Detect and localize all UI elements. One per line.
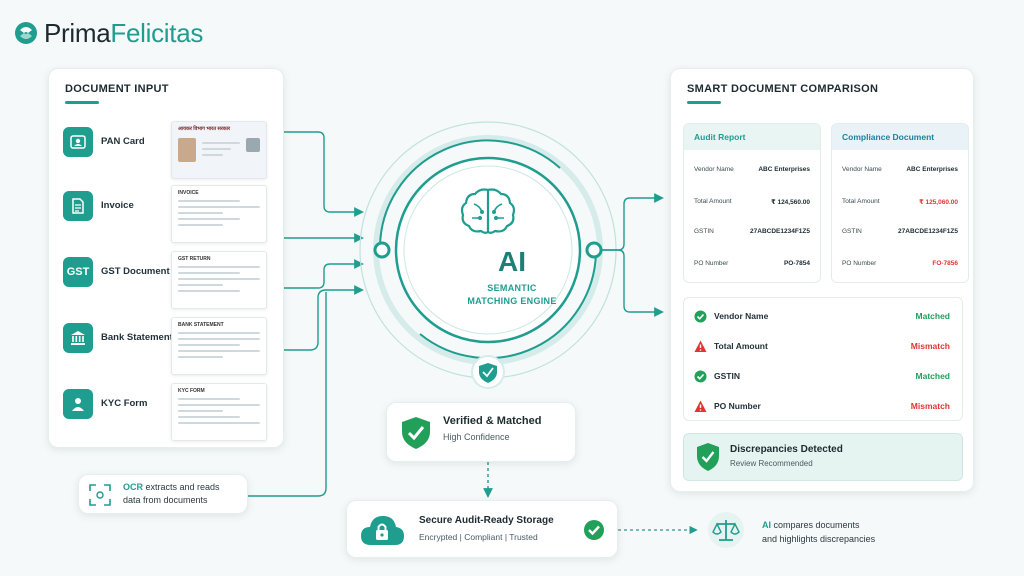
title-underline [687,101,721,104]
bank-statement-thumbnail: BANK STATEMENT [171,317,267,375]
doc-item-gst-document[interactable]: GST GST Document GST RETURN [63,251,275,309]
kyc-form-thumbnail: KYC FORM [171,383,267,441]
document-input-title: DOCUMENT INPUT [65,83,169,95]
ai-note-text: AI compares documents and highlights dis… [762,520,876,544]
verified-matched-card: Verified & Matched High Confidence [386,402,576,462]
audit-row-amount: Total Amount₹ 124,560.00 [694,198,810,206]
doc-label: PAN Card [101,136,145,147]
comparison-title: SMART DOCUMENT COMPARISON [687,83,879,95]
doc-item-invoice[interactable]: Invoice INVOICE [63,185,275,243]
engine-ai-label: AI [498,246,526,277]
check-circle-icon [694,370,707,383]
invoice-thumbnail: INVOICE [171,185,267,243]
thumb-title: KYC FORM [178,388,205,394]
status-row-vendor: Vendor Name Matched [694,308,950,326]
thumb-title: आयकर विभाग भारत सरकार [178,126,231,132]
storage-title: Secure Audit-Ready Storage [419,515,554,526]
thumb-title: GST RETURN [178,256,211,262]
ocr-text: OCR extracts and reads data from documen… [123,482,220,505]
cloud-lock-icon [361,516,404,545]
compliance-document-title: Compliance Document [832,124,968,150]
pan-card-thumbnail: आयकर विभाग भारत सरकार [171,121,267,179]
doc-label: GST Document [101,266,170,277]
document-input-panel: DOCUMENT INPUT PAN Card आयकर विभाग भारत … [48,68,284,448]
shield-check-icon [697,443,719,471]
match-status-list: Vendor Name Matched Total Amount Mismatc… [683,297,963,421]
doc-item-pan-card[interactable]: PAN Card आयकर विभाग भारत सरकार [63,121,275,179]
audit-report-title: Audit Report [684,124,820,150]
check-circle-icon [694,310,707,323]
warning-icon [694,400,707,412]
smart-comparison-panel: SMART DOCUMENT COMPARISON Audit Report V… [670,68,974,492]
gst-icon: GST [63,257,93,287]
doc-item-bank-statement[interactable]: Bank Statement BANK STATEMENT [63,317,275,375]
doc-label: Invoice [101,200,134,211]
compliance-row-amount: Total Amount₹ 125,060.00 [842,198,958,206]
thumb-title: BANK STATEMENT [178,322,224,328]
connector-bank [284,285,364,351]
check-circle-icon [584,520,604,540]
discrepancies-subtitle: Review Recommended [730,459,813,468]
status-row-gstin: GSTIN Matched [694,368,950,386]
discrepancies-detected-card: Discrepancies Detected Review Recommende… [683,433,963,481]
brand-name: PrimaFelicitas [44,18,204,48]
brand-logo: PrimaFelicitas [14,20,203,46]
verified-subtitle: High Confidence [443,432,510,442]
gst-thumbnail: GST RETURN [171,251,267,309]
secure-storage-card: Secure Audit-Ready Storage Encrypted | C… [346,500,618,558]
connector-pan-card [284,131,364,217]
shield-check-icon [402,417,430,449]
id-card-icon [63,127,93,157]
connector-gst [284,259,364,289]
doc-label: KYC Form [101,398,148,409]
scan-icon [89,484,111,506]
status-row-po: PO Number Mismatch [694,398,950,416]
user-icon [63,389,93,419]
storage-subtitle: Encrypted | Compliant | Trusted [419,532,538,542]
scale-icon [708,512,744,548]
logo-mark-icon [15,22,37,44]
warning-icon [694,340,707,352]
ocr-note: OCR extracts and reads data from documen… [78,474,248,514]
bank-icon [63,323,93,353]
thumb-title: INVOICE [178,190,199,196]
status-row-amount: Total Amount Mismatch [694,338,950,356]
title-underline [65,101,99,104]
verified-title: Verified & Matched [443,415,542,427]
doc-item-kyc-form[interactable]: KYC Form KYC FORM [63,383,275,441]
brain-icon [460,188,516,234]
doc-label: Bank Statement [101,332,173,343]
invoice-icon [63,191,93,221]
discrepancies-title: Discrepancies Detected [730,444,843,455]
